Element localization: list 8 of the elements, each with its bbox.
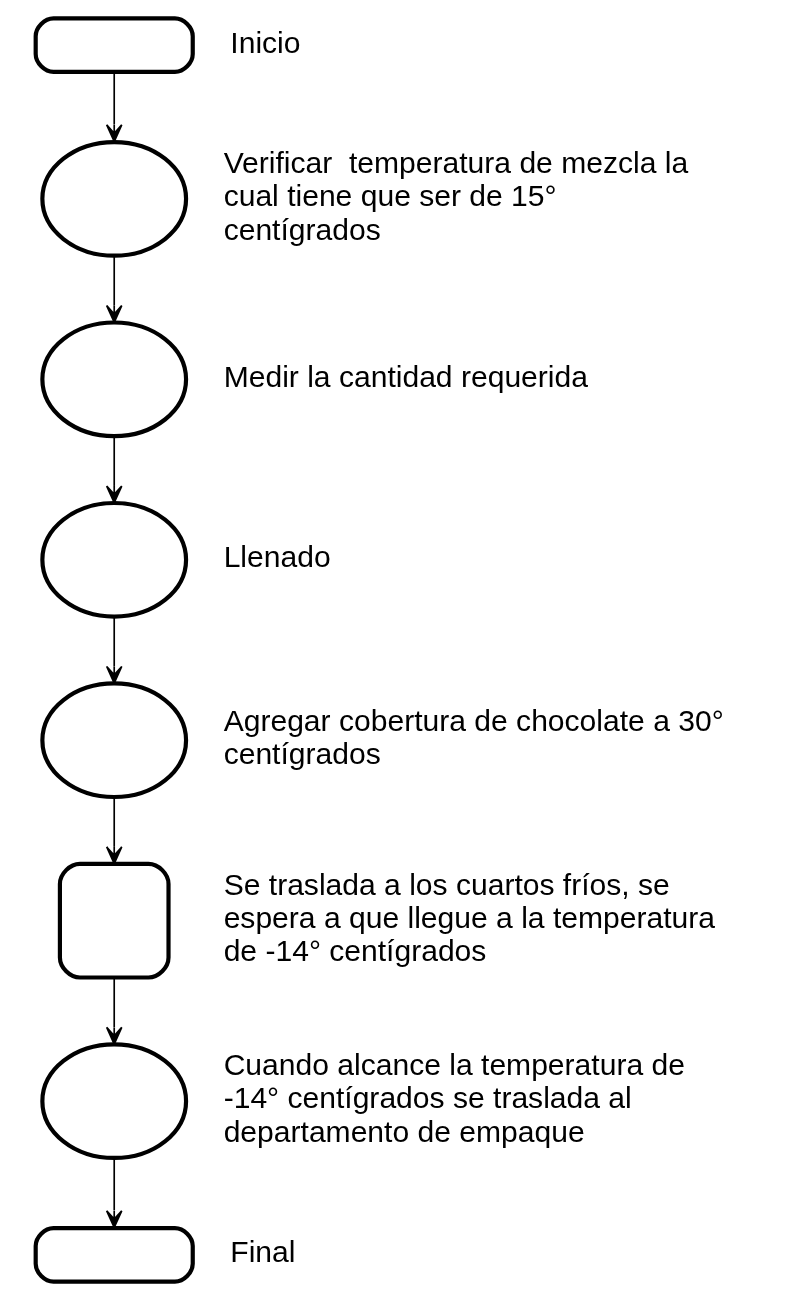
node-label: Agregar cobertura de chocolate a 30° centígrados bbox=[223, 703, 724, 771]
node-label: Llenado bbox=[223, 540, 331, 574]
node-label: Medir la cantidad requerida bbox=[223, 359, 588, 393]
node-label: Final bbox=[229, 1235, 296, 1269]
node-label: Inicio bbox=[229, 25, 301, 59]
node-label: Se traslada a los cuartos fríos, se espera a que llegue a la temperatura de -14° centígrados bbox=[223, 867, 715, 968]
node-label: Verificar temperatura de mezcla la cual tiene que ser de 15° centígrados bbox=[223, 145, 688, 246]
node-label: Cuando alcance la temperatura de -14° centígrados se traslada al departamento de empaque bbox=[223, 1048, 685, 1148]
